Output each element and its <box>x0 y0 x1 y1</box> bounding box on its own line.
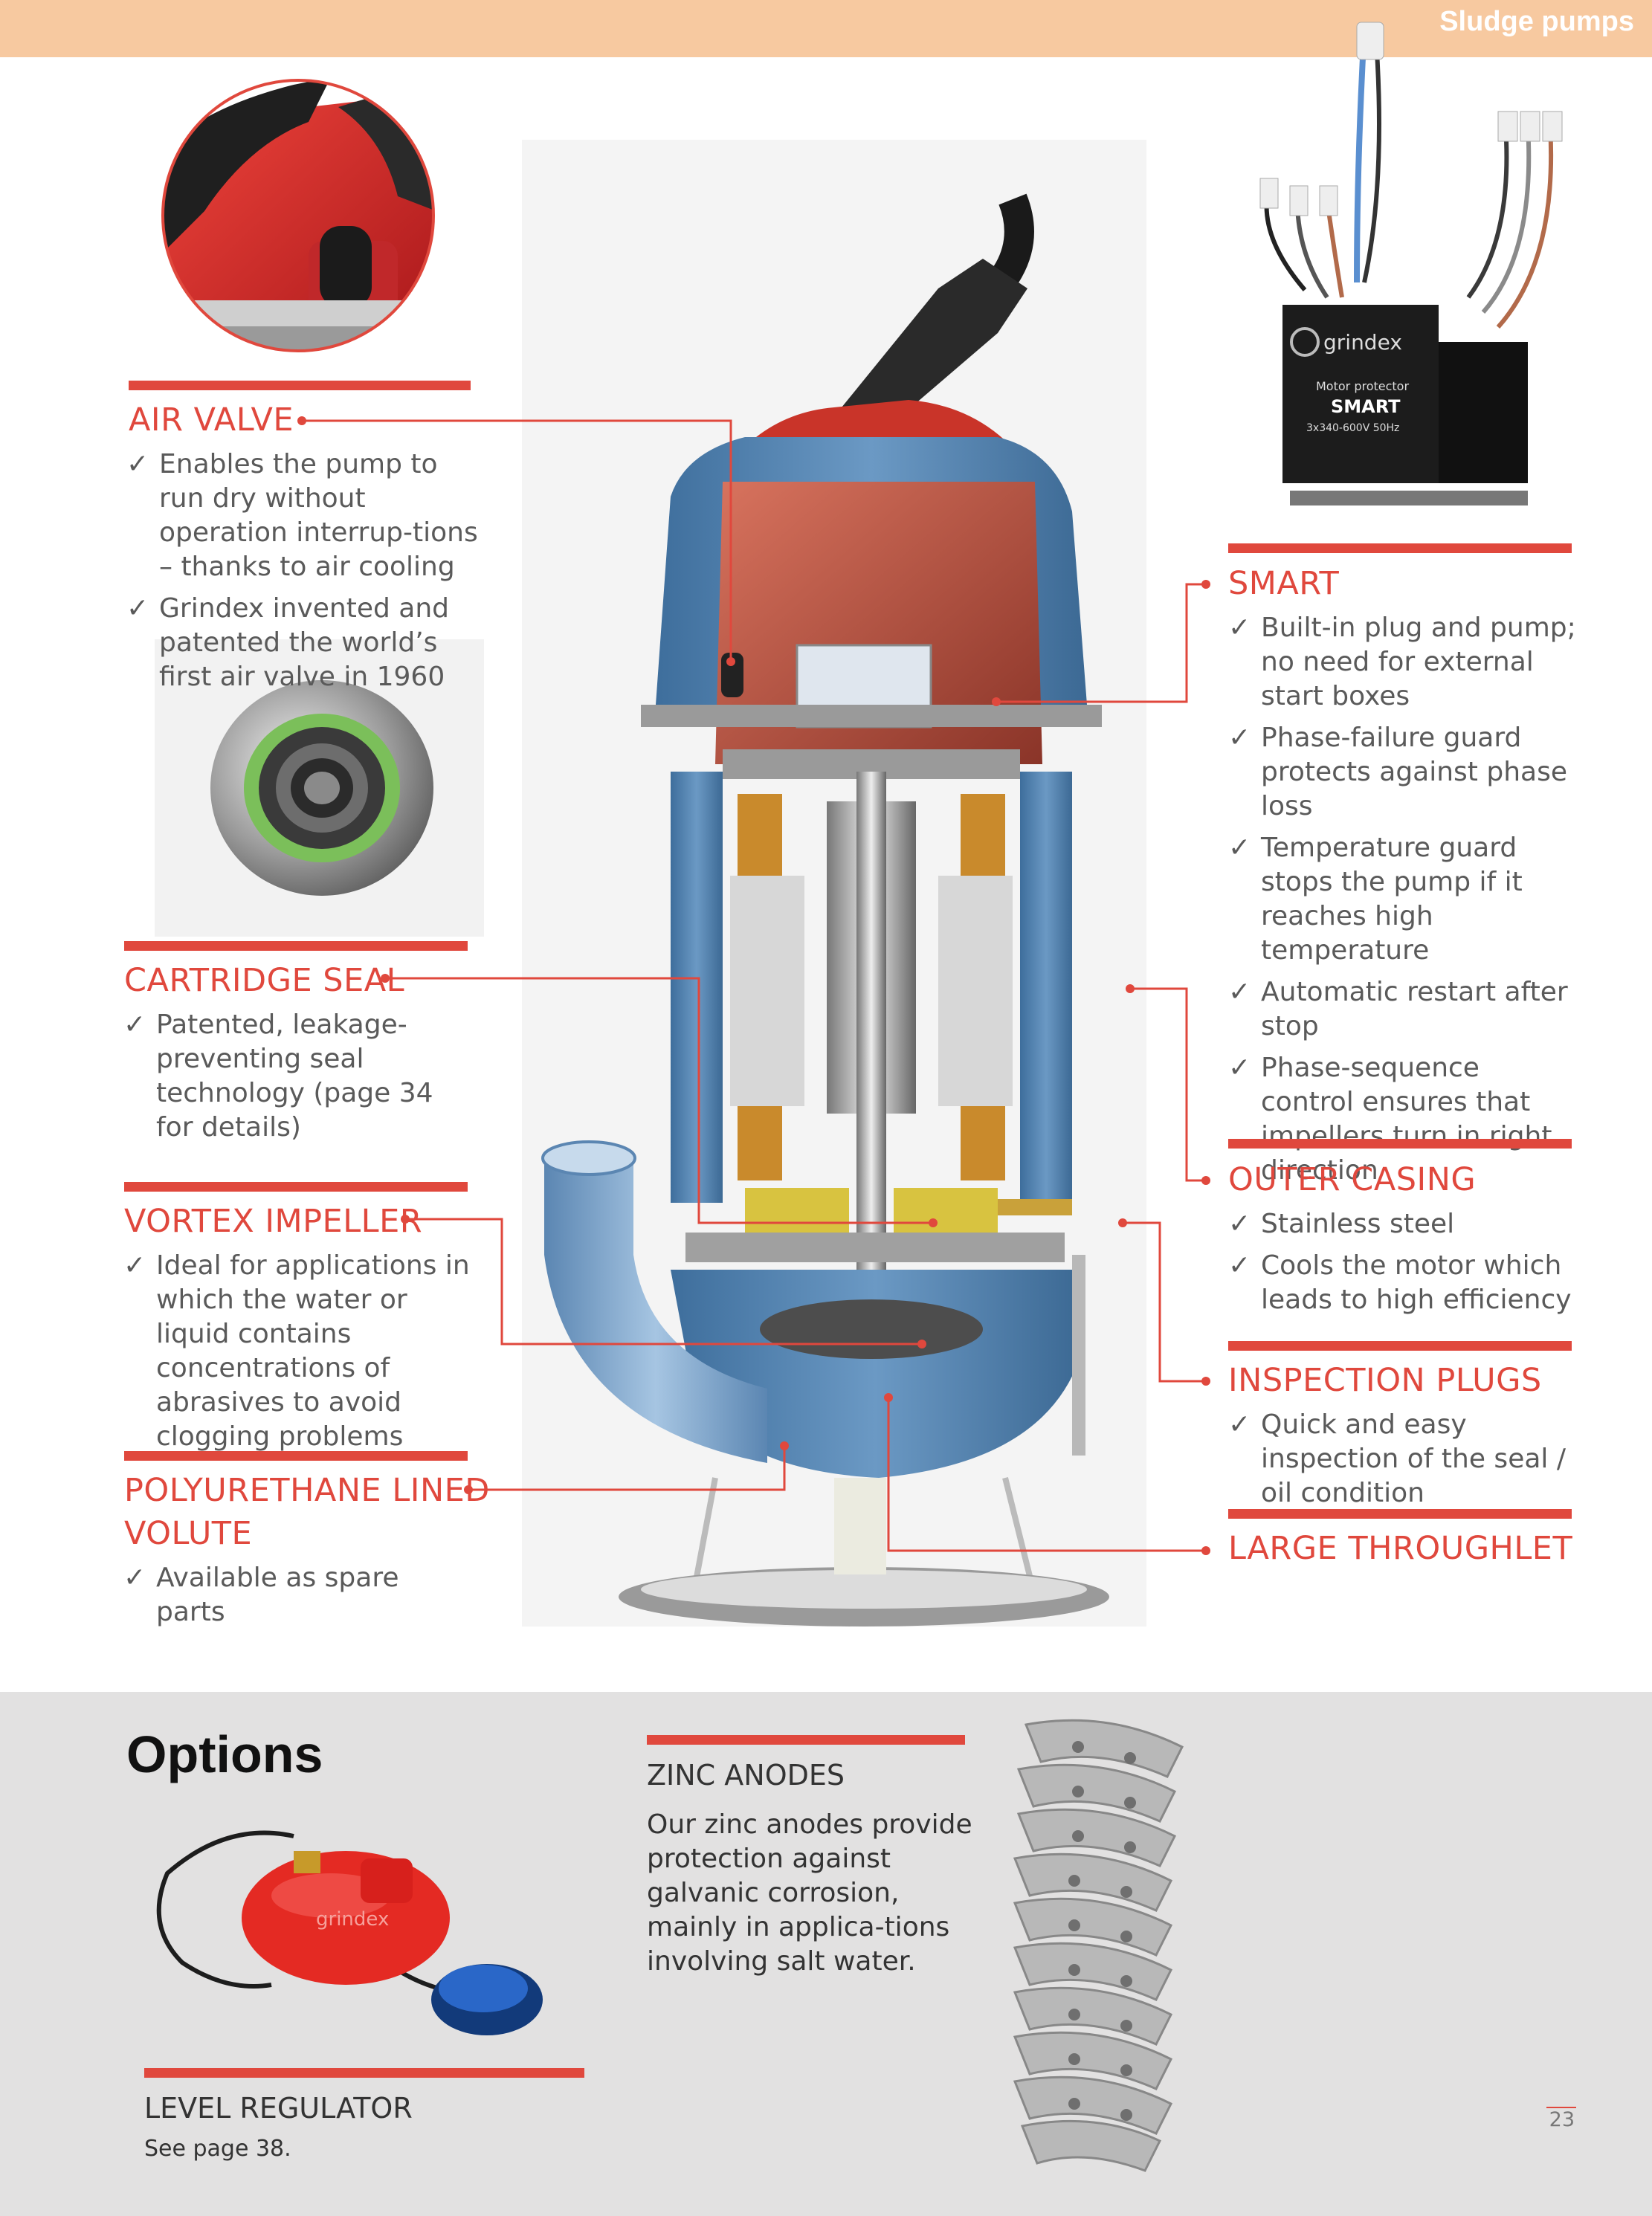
polyurethane-volute-bullets: ✓Available as spare parts <box>123 1561 473 1637</box>
cartridge-seal-title: CARTRIDGE SEAL <box>124 962 405 999</box>
level-regulator-title: LEVEL REGULATOR <box>144 2092 413 2125</box>
check-icon: ✓ <box>123 1250 146 1281</box>
outer-casing-title: OUTER CASING <box>1228 1161 1477 1198</box>
polyurethane-volute-rule <box>124 1451 468 1461</box>
check-icon: ✓ <box>1228 1209 1251 1239</box>
smart-brand-text: grindex <box>1323 330 1402 355</box>
vortex-impeller-rule <box>124 1182 468 1192</box>
smart-device-line3: 3x340-600V 50Hz <box>1306 422 1399 434</box>
smart-title: SMART <box>1228 565 1340 602</box>
outer-casing-rule <box>1228 1139 1572 1149</box>
pump-cutaway-illustration <box>522 140 1146 1627</box>
check-icon: ✓ <box>1228 1053 1251 1083</box>
cartridge-seal-bullets: ✓Patented, leakage-preventing seal techn… <box>123 1008 473 1152</box>
check-icon: ✓ <box>1228 1250 1251 1281</box>
regulator-brand-text: grindex <box>316 1908 389 1931</box>
smart-motor-protector-photo: grindex Motor protector SMART 3x340-600V… <box>1245 15 1584 520</box>
page-number-rule <box>1546 2107 1576 2108</box>
check-icon: ✓ <box>1228 613 1251 643</box>
options-title: Options <box>126 1725 323 1783</box>
large-throughlet-rule <box>1228 1509 1572 1519</box>
check-icon: ✓ <box>1228 977 1251 1007</box>
bullet: ✓Enables the pump to run dry without ope… <box>126 449 478 582</box>
bullet: ✓Cools the motor which leads to high eff… <box>1228 1250 1572 1315</box>
air-valve-rule <box>129 381 471 390</box>
large-throughlet-title: LARGE THROUGHLET <box>1228 1530 1573 1567</box>
inspection-plugs-rule <box>1228 1341 1572 1351</box>
vortex-impeller-bullets: ✓Ideal for applications in which the wat… <box>123 1249 473 1461</box>
zinc-anodes-photo <box>996 1717 1204 2178</box>
zinc-anodes-title: ZINC ANODES <box>647 1759 845 1792</box>
bullet: ✓Automatic restart after stop <box>1228 977 1568 1041</box>
page-number: 23 <box>1549 2108 1575 2131</box>
air-valve-bullets: ✓Enables the pump to run dry without ope… <box>126 448 491 702</box>
zinc-anodes-rule <box>647 1735 965 1745</box>
air-valve-photo <box>160 77 436 354</box>
check-icon: ✓ <box>1228 833 1251 863</box>
level-regulator-rule <box>144 2068 584 2078</box>
smart-bullets: ✓Built-in plug and pump; no need for ext… <box>1228 611 1578 1195</box>
check-icon: ✓ <box>126 593 149 624</box>
bullet: ✓Temperature guard stops the pump if it … <box>1228 833 1523 966</box>
air-valve-title: AIR VALVE <box>129 401 294 439</box>
check-icon: ✓ <box>1228 723 1251 753</box>
polyurethane-volute-title-line2: VOLUTE <box>124 1515 253 1552</box>
level-regulator-photo: grindex <box>138 1814 569 2037</box>
inspection-plugs-title: INSPECTION PLUGS <box>1228 1362 1542 1399</box>
smart-device-line1: Motor protector <box>1316 379 1409 393</box>
bullet: ✓Patented, leakage-preventing seal techn… <box>123 1010 433 1143</box>
smart-rule <box>1228 543 1572 553</box>
bullet: ✓Stainless steel <box>1228 1207 1578 1241</box>
cartridge-seal-rule <box>124 941 468 951</box>
bullet: ✓Ideal for applications in which the wat… <box>123 1250 470 1452</box>
check-icon: ✓ <box>123 1563 146 1593</box>
zinc-anodes-text: Our zinc anodes provide protection again… <box>647 1809 972 1977</box>
polyurethane-volute-title-line1: POLYURETHANE LINED <box>124 1472 490 1509</box>
smart-device-line2: SMART <box>1331 396 1401 417</box>
check-icon: ✓ <box>126 449 149 479</box>
inspection-plugs-bullets: ✓Quick and easy inspection of the seal /… <box>1228 1408 1578 1518</box>
vortex-impeller-title: VORTEX IMPELLER <box>124 1203 423 1240</box>
bullet: ✓Grindex invented and patented the world… <box>126 593 450 692</box>
page-section-title: Sludge pumps <box>1439 6 1634 37</box>
cartridge-seal-photo <box>155 639 484 937</box>
outer-casing-bullets: ✓Stainless steel ✓Cools the motor which … <box>1228 1207 1578 1325</box>
bullet: ✓Built-in plug and pump; no need for ext… <box>1228 613 1576 711</box>
bullet: ✓Available as spare parts <box>123 1563 399 1627</box>
check-icon: ✓ <box>123 1010 146 1040</box>
check-icon: ✓ <box>1228 1409 1251 1440</box>
level-regulator-text: See page 38. <box>144 2136 291 2162</box>
bullet: ✓Quick and easy inspection of the seal /… <box>1228 1409 1566 1508</box>
bullet: ✓Phase-failure guard protects against ph… <box>1228 723 1567 821</box>
